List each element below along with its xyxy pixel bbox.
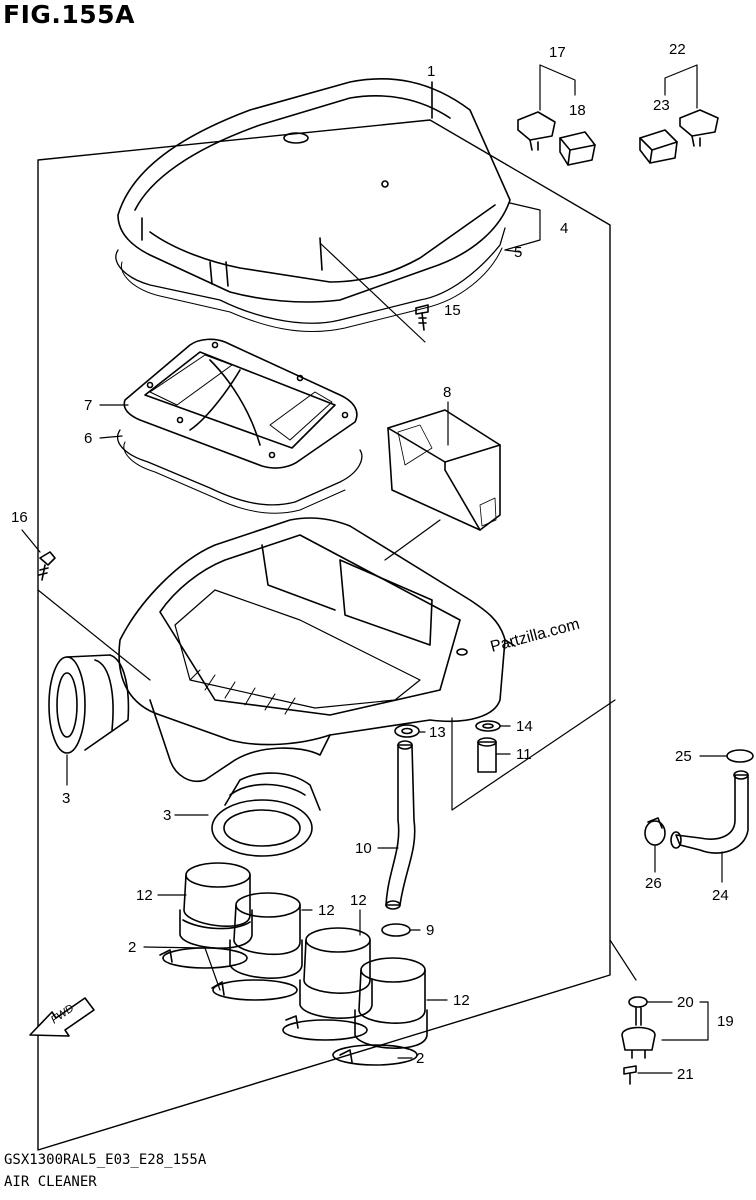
sensor-22 (679, 109, 719, 147)
callout-13: 13 (429, 724, 446, 741)
leader-8b (384, 519, 441, 561)
callout-23: 23 (653, 97, 670, 114)
callout-14: 14 (516, 718, 533, 735)
figure-title: FIG.155A (3, 0, 135, 29)
callout-1: 1 (427, 63, 435, 80)
intake-snorkel-left (48, 654, 130, 754)
intake-snorkel-front (211, 772, 321, 857)
drain-assembly-19 (621, 1007, 656, 1059)
callout-22: 22 (669, 41, 686, 58)
plug-9 (381, 923, 411, 937)
washer-20 (628, 996, 648, 1008)
screw-21 (623, 1065, 637, 1085)
callout-19: 19 (717, 1013, 734, 1030)
drain-leader (451, 699, 616, 811)
screw-16 (38, 551, 56, 581)
funnel-12b (229, 892, 303, 979)
leader-5 (504, 249, 521, 253)
cap-seal (115, 227, 506, 324)
leader-2a (143, 946, 221, 991)
funnel-12a (179, 862, 253, 949)
sensor-17 (517, 111, 556, 151)
hose-10 (385, 740, 416, 910)
callout-20: 20 (677, 994, 694, 1011)
leader-22 (664, 64, 698, 109)
callout-12c: 12 (350, 892, 367, 909)
filter-element (123, 338, 358, 469)
hose-24 (670, 770, 749, 854)
air-cleaner-cap (117, 77, 511, 303)
leader-19 (661, 1001, 709, 1041)
callout-4: 4 (560, 220, 568, 237)
leader-4 (504, 202, 541, 251)
cap-11 (477, 737, 497, 773)
leader-15 (319, 242, 426, 343)
sensor-18 (559, 131, 596, 166)
sensor-23 (639, 129, 678, 164)
callout-15: 15 (444, 302, 461, 319)
callout-12d: 12 (453, 992, 470, 1009)
callout-21: 21 (677, 1066, 694, 1083)
filter-seal (117, 429, 363, 506)
callout-25: 25 (675, 748, 692, 765)
leader-drain (609, 939, 637, 981)
callout-5: 5 (514, 244, 522, 261)
screw-15 (415, 304, 429, 331)
assembly-frame (37, 119, 611, 1151)
fwd-arrow-icon (29, 997, 95, 1037)
air-cleaner-case (118, 517, 516, 782)
callout-17: 17 (549, 44, 566, 61)
callout-18: 18 (569, 102, 586, 119)
callout-3b: 3 (163, 807, 171, 824)
grommet-13 (394, 724, 420, 738)
callout-2a: 2 (128, 939, 136, 956)
clamp-14 (475, 720, 501, 732)
callout-3a: 3 (62, 790, 70, 807)
leader-6 (99, 435, 123, 439)
callout-24: 24 (712, 887, 729, 904)
drawing-caption: AIR CLEANER (4, 1174, 97, 1190)
clamp-2-lower (282, 1015, 418, 1066)
callout-2b: 2 (416, 1050, 424, 1067)
drawing-code: GSX1300RAL5_E03_E28_155A (4, 1152, 207, 1168)
callout-7: 7 (84, 397, 92, 414)
clamp-25 (726, 749, 754, 763)
callout-11: 11 (516, 746, 532, 763)
leader-16 (21, 529, 41, 553)
leader-16b (37, 589, 151, 681)
callout-26: 26 (645, 875, 662, 892)
clamp-2-upper (159, 947, 298, 1001)
callout-10: 10 (355, 840, 372, 857)
watermark: Partzilla.com (489, 616, 582, 656)
callout-16: 16 (11, 509, 28, 526)
callout-6: 6 (84, 430, 92, 447)
sponge-8 (387, 409, 501, 531)
callout-12a: 12 (136, 887, 153, 904)
callout-8: 8 (443, 384, 451, 401)
clamp-26 (644, 817, 666, 846)
callout-12b: 12 (318, 902, 335, 919)
funnel-12c (299, 927, 373, 1019)
callout-9: 9 (426, 922, 434, 939)
leader-17 (539, 64, 576, 111)
